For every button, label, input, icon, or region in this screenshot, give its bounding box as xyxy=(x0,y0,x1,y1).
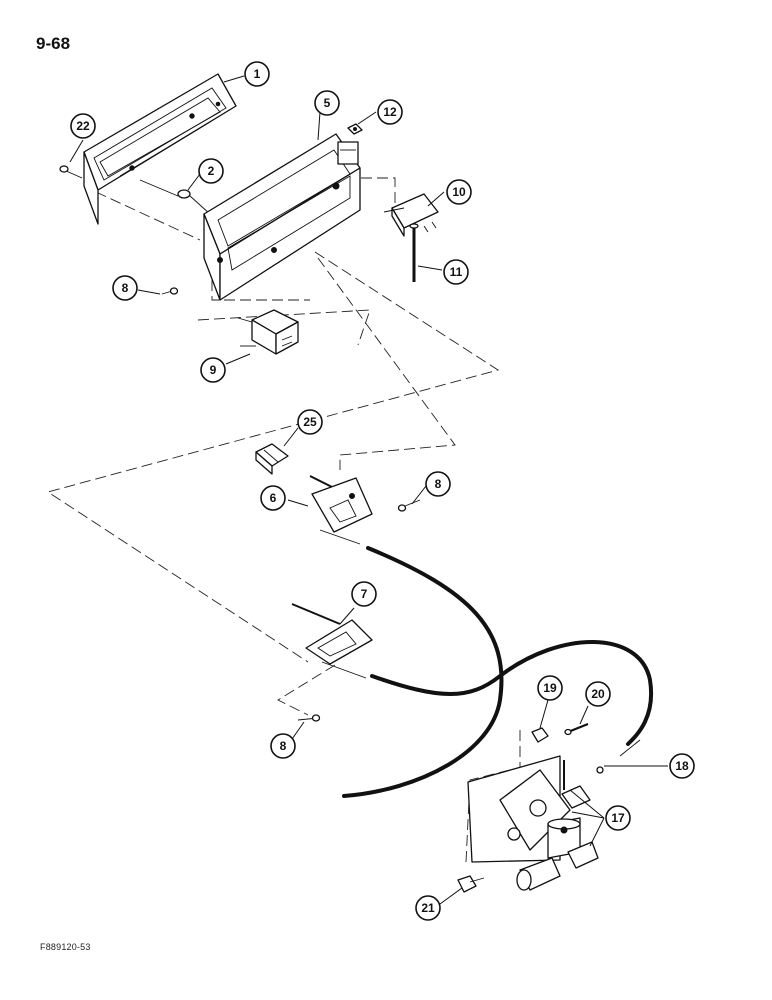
callout-8-middle: 8 xyxy=(425,471,451,497)
callout-9: 9 xyxy=(200,357,226,383)
svg-text:10: 10 xyxy=(452,185,466,199)
part-10-micro-switch xyxy=(383,193,439,237)
callout-22: 22 xyxy=(70,113,96,139)
callout-18: 18 xyxy=(669,753,695,779)
callout-25: 25 xyxy=(297,409,323,435)
part-8-screw-lower xyxy=(297,714,321,722)
callout-leader-lines xyxy=(69,75,668,905)
callout-11: 11 xyxy=(443,259,469,285)
part-6-lever-bracket xyxy=(309,475,373,545)
assembly-dashed-lines xyxy=(46,177,521,863)
svg-text:1: 1 xyxy=(254,67,261,81)
heater-valve-assembly xyxy=(467,755,599,891)
svg-text:11: 11 xyxy=(450,265,463,279)
part-21-screw xyxy=(457,875,485,893)
callout-2: 2 xyxy=(198,158,224,184)
part-8-screw-middle xyxy=(397,499,421,512)
callout-12: 12 xyxy=(377,99,403,125)
callout-6: 6 xyxy=(260,485,286,511)
svg-text:6: 6 xyxy=(270,491,277,505)
svg-text:22: 22 xyxy=(76,119,90,133)
part-5-bezel-frame xyxy=(203,133,361,301)
svg-text:20: 20 xyxy=(591,687,605,701)
svg-text:9: 9 xyxy=(210,363,217,377)
part-8-screw-upper xyxy=(161,287,179,295)
callout-8-lower: 8 xyxy=(270,733,296,759)
callout-19: 19 xyxy=(537,675,563,701)
svg-text:2: 2 xyxy=(208,164,215,178)
svg-text:25: 25 xyxy=(303,415,317,429)
part-19-nut xyxy=(531,727,549,743)
svg-text:8: 8 xyxy=(122,281,129,295)
part-25-knob xyxy=(255,443,289,475)
part-11-screw xyxy=(409,223,419,282)
svg-text:18: 18 xyxy=(675,759,689,773)
part-9-rotary-switch xyxy=(237,309,299,355)
svg-text:5: 5 xyxy=(324,96,331,110)
part-22-screw xyxy=(59,165,83,179)
part-12-nut xyxy=(347,123,363,135)
page-number: 9-68 xyxy=(36,34,71,53)
svg-text:12: 12 xyxy=(383,105,397,119)
callout-7: 7 xyxy=(351,581,377,607)
part-7-lever-bracket xyxy=(291,603,373,679)
callout-17: 17 xyxy=(605,805,631,831)
figure-code: F889120-53 xyxy=(40,942,91,952)
control-cables xyxy=(342,546,654,798)
svg-text:21: 21 xyxy=(421,901,435,915)
callout-20: 20 xyxy=(585,681,611,707)
svg-text:17: 17 xyxy=(611,811,625,825)
svg-text:19: 19 xyxy=(543,681,557,695)
part-1-cover-plate xyxy=(83,73,237,225)
svg-text:8: 8 xyxy=(435,477,442,491)
svg-text:8: 8 xyxy=(280,739,287,753)
part-2-lamp-socket xyxy=(139,179,211,215)
callout-5: 5 xyxy=(314,90,340,116)
callout-21: 21 xyxy=(415,895,441,921)
svg-text:7: 7 xyxy=(361,587,368,601)
callout-1: 1 xyxy=(244,61,270,87)
part-20-screw xyxy=(564,722,589,736)
callout-8-upper: 8 xyxy=(112,275,138,301)
part-18-cable-end xyxy=(596,739,641,774)
callout-10: 10 xyxy=(446,179,472,205)
